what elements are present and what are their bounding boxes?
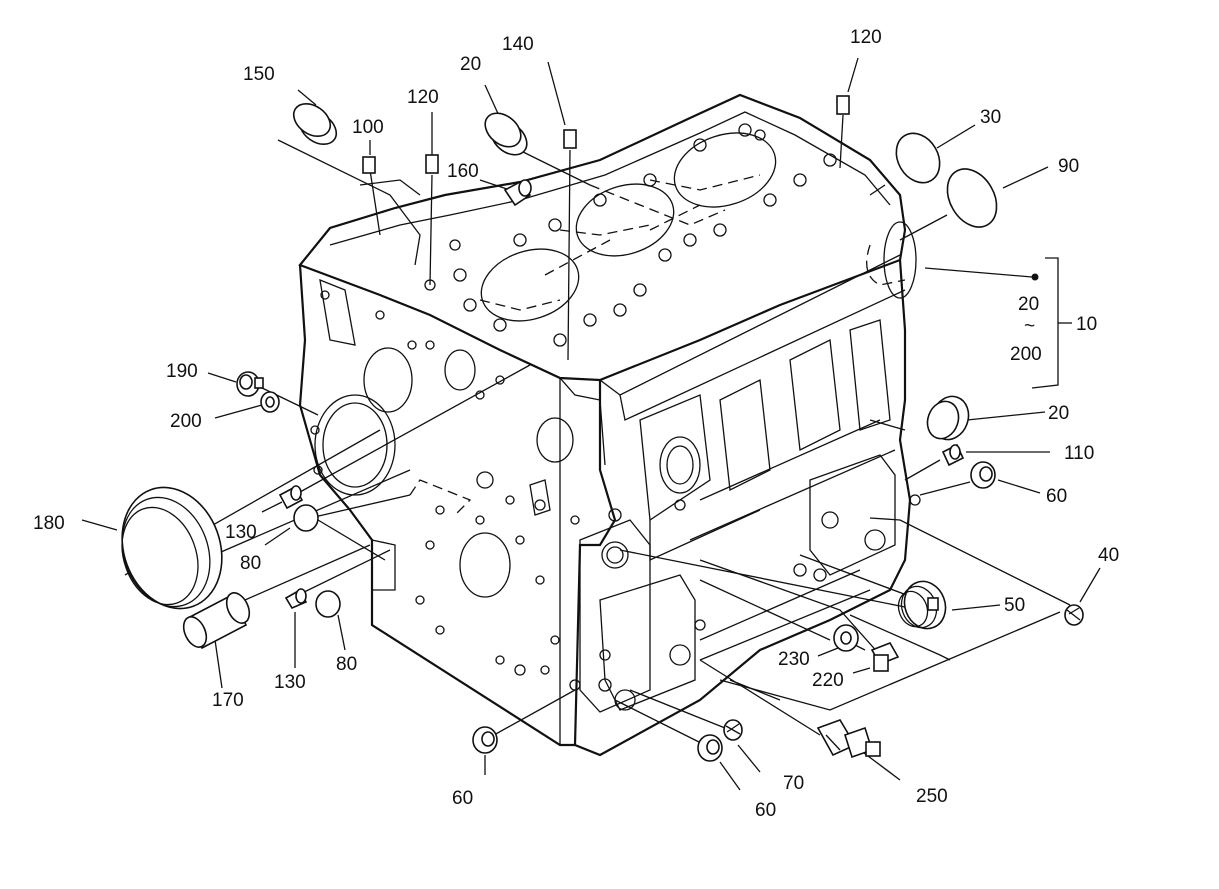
callout-190: 190 [166, 361, 198, 382]
callout-180: 180 [33, 513, 65, 534]
callout-230: 230 [778, 649, 810, 670]
callout-60-lower-middle: 60 [755, 800, 776, 821]
part-90-plug [946, 168, 998, 228]
part-40-plug [1064, 604, 1084, 626]
callout-150: 150 [243, 64, 275, 85]
part-60-plug-lower-middle [697, 734, 723, 762]
callout-range-tilde: ~ [1024, 316, 1035, 337]
callout-250: 250 [916, 786, 948, 807]
callout-labels: 150 100 120 20 140 160 120 30 90 10 20 ~… [33, 27, 1119, 821]
part-160-plug [503, 179, 532, 207]
callout-200: 200 [170, 411, 202, 432]
part-190-bolt [236, 371, 264, 397]
part-230-washer [833, 624, 859, 652]
callout-20-right: 20 [1048, 403, 1069, 424]
part-140-dowel-pin [563, 129, 577, 149]
part-250-oil-pressure-switch [816, 719, 881, 759]
part-100-dowel-pin [362, 156, 376, 174]
callout-60-lower-left: 60 [452, 788, 473, 809]
part-80-plug-upper [293, 504, 319, 532]
part-220-drain-plug [870, 642, 900, 672]
part-110-pin [941, 443, 965, 467]
callout-100: 100 [352, 117, 384, 138]
part-70-plug [723, 719, 743, 741]
callout-range-to: 200 [1010, 344, 1042, 365]
part-20-plug-top [484, 112, 528, 156]
callout-10: 10 [1076, 314, 1097, 335]
leader-lines [81, 57, 1101, 791]
callout-120-left: 120 [407, 87, 439, 108]
part-150-expansion-plug [292, 102, 338, 146]
part-130-pin-lower [284, 588, 308, 610]
part-80-plug-lower [315, 590, 341, 618]
part-10-reference-dot [1031, 273, 1039, 281]
callout-110: 110 [1064, 443, 1094, 464]
callout-120-right: 120 [850, 27, 882, 48]
part-120-dowel-pin-left [425, 154, 439, 174]
part-50-plug [897, 580, 947, 630]
callout-140: 140 [502, 34, 534, 55]
callout-220: 220 [812, 670, 844, 691]
callout-130-lower: 130 [274, 672, 306, 693]
part-170-bush [182, 592, 251, 650]
callout-40: 40 [1098, 545, 1119, 566]
callout-130-upper: 130 [225, 522, 257, 543]
callout-range-from: 20 [1018, 294, 1039, 315]
part-60-plug-lower-left [472, 726, 498, 754]
part-30-plug [895, 132, 941, 184]
part-120-dowel-pin-right [836, 95, 850, 115]
callout-160: 160 [447, 161, 479, 182]
deck-bolt-holes [424, 123, 837, 347]
callout-60-right: 60 [1046, 486, 1067, 507]
callout-90: 90 [1058, 156, 1079, 177]
part-20-plug-right [926, 395, 970, 441]
part-200-washer [260, 391, 280, 413]
front-face-bolt-holes [310, 290, 560, 676]
part-130-pin-upper [278, 485, 304, 510]
callout-80-lower: 80 [336, 654, 357, 675]
callout-20-top: 20 [460, 54, 481, 75]
callout-70: 70 [783, 773, 804, 794]
callout-50: 50 [1004, 595, 1025, 616]
part-60-plug-right [970, 461, 996, 489]
callout-80-upper: 80 [240, 553, 261, 574]
exploded-parts [121, 95, 1084, 762]
callout-30: 30 [980, 107, 1001, 128]
cylinder-block [298, 93, 921, 757]
part-180-oil-seal [121, 486, 223, 610]
callout-170: 170 [212, 690, 244, 711]
